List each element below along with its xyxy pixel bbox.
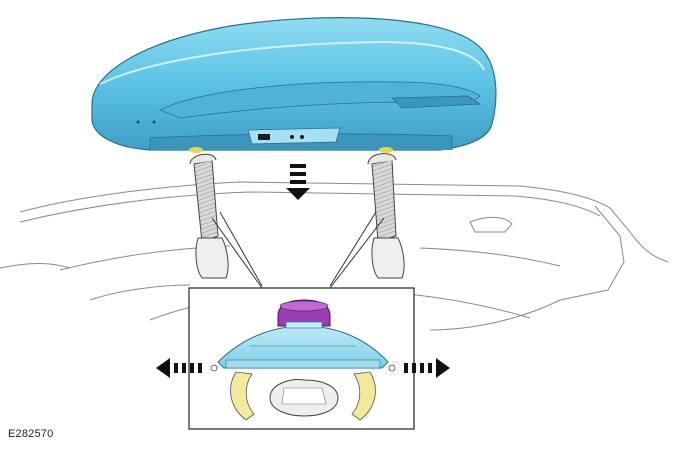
detail-leader-lines: [211, 211, 385, 289]
roof-bar-left: [189, 153, 229, 279]
roof-box: [91, 17, 497, 153]
arrow-icon: [156, 358, 202, 378]
arrow-icon: [404, 358, 450, 378]
arrow-icon: [286, 164, 310, 200]
figure-code: E282570: [8, 428, 54, 440]
roof-bar-right: [367, 153, 405, 279]
detail-inset: [188, 287, 415, 430]
